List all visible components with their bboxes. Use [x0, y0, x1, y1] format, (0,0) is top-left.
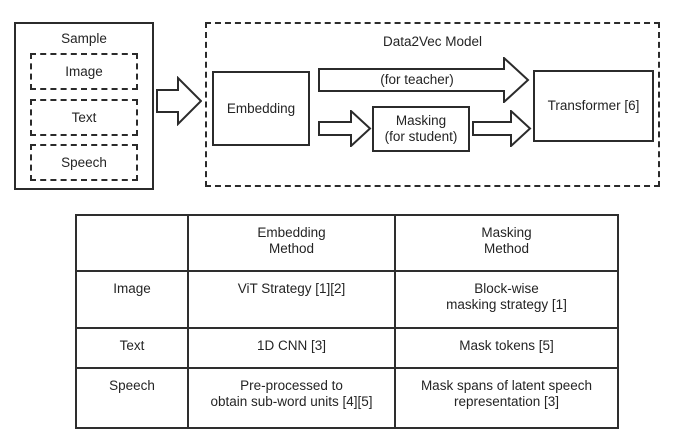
sample-item-text: Text — [30, 99, 138, 136]
table-row-image: Image ViT Strategy [1][2] Block-wise mas… — [75, 270, 619, 329]
method-comparison-table: Embedding Method Masking Method Image Vi… — [75, 214, 619, 429]
text-masking-cell: Mask tokens [5] — [394, 327, 619, 369]
sample-item-speech-label: Speech — [61, 154, 107, 170]
row-label-text: Text — [75, 327, 189, 369]
teacher-arrow-label: (for teacher) — [380, 71, 454, 87]
sample-item-image: Image — [30, 53, 138, 90]
header-cell-empty — [75, 214, 189, 272]
embedding-label: Embedding — [226, 100, 296, 116]
table-row-text: Text 1D CNN [3] Mask tokens [5] — [75, 327, 619, 369]
image-masking-cell: Block-wise masking strategy [1] — [394, 270, 619, 329]
data2vec-group-box: Data2Vec Model — [205, 22, 660, 187]
table-row-speech: Speech Pre-processed to obtain sub-word … — [75, 367, 619, 429]
teacher-arrow-icon — [318, 57, 530, 103]
embedding-to-masking-arrow-icon — [318, 110, 372, 147]
masking-sublabel: (for student) — [384, 129, 458, 144]
masking-to-transformer-arrow-icon — [472, 110, 532, 147]
row-label-image: Image — [75, 270, 189, 329]
data2vec-title: Data2Vec Model — [382, 34, 483, 49]
row-label-speech: Speech — [75, 367, 189, 429]
image-embedding-cell: ViT Strategy [1][2] — [187, 270, 396, 329]
speech-embedding-cell: Pre-processed to obtain sub-word units [… — [187, 367, 396, 429]
embedding-box: Embedding — [212, 71, 310, 146]
speech-masking-cell: Mask spans of latent speech representati… — [394, 367, 619, 429]
header-cell-embedding-method: Embedding Method — [187, 214, 396, 272]
sample-group-box: Sample Image Text Speech — [14, 22, 154, 190]
sample-item-image-label: Image — [65, 63, 103, 79]
sample-title: Sample — [61, 31, 107, 46]
masking-label: Masking — [395, 113, 447, 128]
text-embedding-cell: 1D CNN [3] — [187, 327, 396, 369]
transformer-label: Transformer [6] — [547, 98, 640, 113]
table-header-row: Embedding Method Masking Method — [75, 214, 619, 272]
masking-box: Masking (for student) — [372, 106, 470, 152]
transformer-box: Transformer [6] — [533, 70, 654, 142]
header-cell-masking-method: Masking Method — [394, 214, 619, 272]
sample-item-speech: Speech — [30, 144, 138, 181]
sample-to-model-arrow-icon — [156, 76, 202, 126]
sample-item-text-label: Text — [71, 109, 97, 125]
